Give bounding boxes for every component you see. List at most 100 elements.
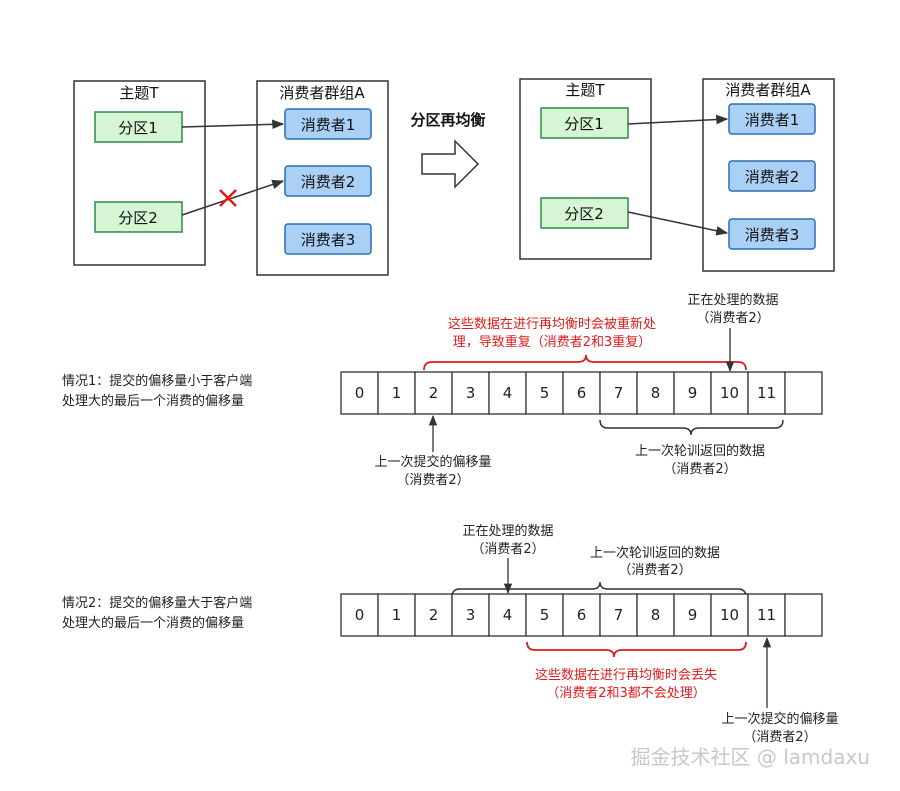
case2-offset-cell — [414, 593, 453, 637]
case2-offset-label: 3 — [466, 606, 476, 624]
case2-description-line2: 处理大的最后一个消费的偏移量 — [62, 615, 244, 631]
before-arrow-p2-c2 — [181, 179, 285, 216]
case1-offset-label: 0 — [355, 384, 365, 402]
case2-polled-line2: （消费者2） — [618, 563, 691, 578]
after-arrow-p2-c3 — [627, 211, 729, 236]
before-topic-title: 主题T — [119, 84, 159, 102]
case1-offset-cell — [636, 371, 675, 415]
case1-red-brace — [423, 354, 747, 371]
case2-red-note-line1: 这些数据在进行再均衡时会丢失 — [535, 667, 717, 683]
case2-offset-label: 0 — [355, 606, 365, 624]
case2-offset-label: 8 — [651, 606, 661, 624]
case2-offset-row: 0 1 2 3 4 5 6 7 8 9 10 11 — [340, 593, 823, 637]
case2-offset-cell — [562, 593, 601, 637]
case1-offset-cell — [784, 371, 823, 415]
case1-offset-row: 0 1 2 3 4 5 6 7 8 9 10 11 — [340, 371, 823, 415]
after-partition-2-label: 分区2 — [564, 205, 604, 223]
after-consumer-3 — [728, 218, 816, 250]
case2-section: 情况2：提交的偏移量大于客户端 处理大的最后一个消费的偏移量 正在处理的数据 （… — [62, 523, 839, 745]
before-group-title: 消费者群组A — [279, 84, 365, 102]
case2-processing-line1: 正在处理的数据 — [462, 523, 553, 539]
after-topic-title: 主题T — [565, 81, 605, 99]
case1-offset-cell — [340, 371, 379, 415]
after-partition-2 — [540, 197, 629, 229]
before-consumer-2 — [284, 165, 372, 197]
before-partition-1 — [94, 111, 183, 143]
case2-red-brace — [526, 641, 747, 658]
case1-offset-cell — [710, 371, 749, 415]
after-partition-1-label: 分区1 — [564, 115, 604, 133]
case2-offset-cell — [636, 593, 675, 637]
case1-offset-cell — [451, 371, 490, 415]
case1-offset-cell — [488, 371, 527, 415]
before-consumer-2-label: 消费者2 — [301, 173, 356, 191]
before-partition-1-label: 分区1 — [118, 119, 158, 137]
red-cross-icon — [219, 189, 237, 207]
case1-offset-label: 1 — [392, 384, 402, 402]
case2-polled-line1: 上一次轮训返回的数据 — [590, 545, 720, 561]
case2-offset-label: 1 — [392, 606, 402, 624]
after-panel: 主题T 分区1 分区2 消费者群组A 消费者1 消费者2 消费者3 — [519, 78, 835, 272]
case2-offset-label: 10 — [720, 606, 739, 624]
case2-processing-line2: （消费者2） — [471, 542, 544, 557]
case1-section: 情况1：提交的偏移量小于客户端 处理大的最后一个消费的偏移量 这些数据在进行再均… — [62, 292, 823, 488]
case2-offset-label: 4 — [503, 606, 513, 624]
case1-offset-cell — [377, 371, 416, 415]
case1-polled-line1: 上一次轮训返回的数据 — [635, 443, 765, 459]
case2-offset-cell — [747, 593, 786, 637]
case1-offset-label: 2 — [429, 384, 439, 402]
case2-committed-line2: （消费者2） — [743, 730, 816, 745]
case1-offset-label: 4 — [503, 384, 513, 402]
before-partition-2 — [94, 201, 183, 233]
after-topic-box — [519, 78, 652, 260]
case2-offset-label: 5 — [540, 606, 550, 624]
case1-red-note-line2: 理，导致重复（消费者2和3重复） — [453, 334, 652, 350]
rebalance-label: 分区再均衡 — [410, 111, 485, 129]
case2-offset-label: 6 — [577, 606, 587, 624]
before-arrow-p1-c1 — [181, 119, 285, 130]
case2-polled-brace — [451, 581, 747, 598]
case1-offset-cell — [747, 371, 786, 415]
case2-committed-line1: 上一次提交的偏移量 — [721, 711, 838, 727]
after-arrow-p1-c1 — [627, 114, 729, 125]
case2-offset-cell — [377, 593, 416, 637]
case1-offset-label: 7 — [614, 384, 624, 402]
case2-offset-cell — [599, 593, 638, 637]
watermark: 掘金技术社区 @ lamdaxu — [631, 745, 870, 769]
case1-offset-label: 6 — [577, 384, 587, 402]
before-partition-2-label: 分区2 — [118, 209, 158, 227]
case1-offset-label: 9 — [688, 384, 698, 402]
before-consumer-1 — [284, 108, 372, 140]
case1-polled-brace — [599, 419, 784, 436]
case1-offset-label: 11 — [757, 384, 776, 402]
right-arrow-icon — [421, 139, 480, 189]
before-topic-box — [73, 80, 206, 266]
before-panel: 主题T 分区1 分区2 消费者群组A 消费者1 消费者2 消费者3 — [73, 80, 389, 276]
case1-description-line1: 情况1：提交的偏移量小于客户端 — [62, 373, 252, 389]
case1-offset-cell — [525, 371, 564, 415]
after-consumer-2-label: 消费者2 — [745, 168, 800, 186]
after-consumer-1 — [728, 103, 816, 135]
case1-offset-cell — [599, 371, 638, 415]
case2-offset-label: 7 — [614, 606, 624, 624]
after-consumer-2 — [728, 160, 816, 192]
case1-committed-line2: （消费者2） — [396, 473, 469, 488]
case2-offset-cell — [525, 593, 564, 637]
case1-offset-label: 3 — [466, 384, 476, 402]
after-consumer-1-label: 消费者1 — [745, 111, 800, 129]
case1-processing-line1: 正在处理的数据 — [687, 292, 778, 308]
case2-offset-label: 2 — [429, 606, 439, 624]
case1-offset-label: 8 — [651, 384, 661, 402]
case2-description-line1: 情况2：提交的偏移量大于客户端 — [62, 595, 252, 611]
case1-committed-line1: 上一次提交的偏移量 — [374, 454, 491, 470]
before-consumer-3-label: 消费者3 — [301, 231, 356, 249]
case2-offset-label: 11 — [757, 606, 776, 624]
case1-offset-label: 10 — [720, 384, 739, 402]
case1-offset-label: 5 — [540, 384, 550, 402]
case2-offset-label: 9 — [688, 606, 698, 624]
case2-offset-cell — [784, 593, 823, 637]
case1-description-line2: 处理大的最后一个消费的偏移量 — [62, 393, 244, 409]
before-consumer-1-label: 消费者1 — [301, 116, 356, 134]
case1-processing-line2: （消费者2） — [696, 311, 769, 326]
